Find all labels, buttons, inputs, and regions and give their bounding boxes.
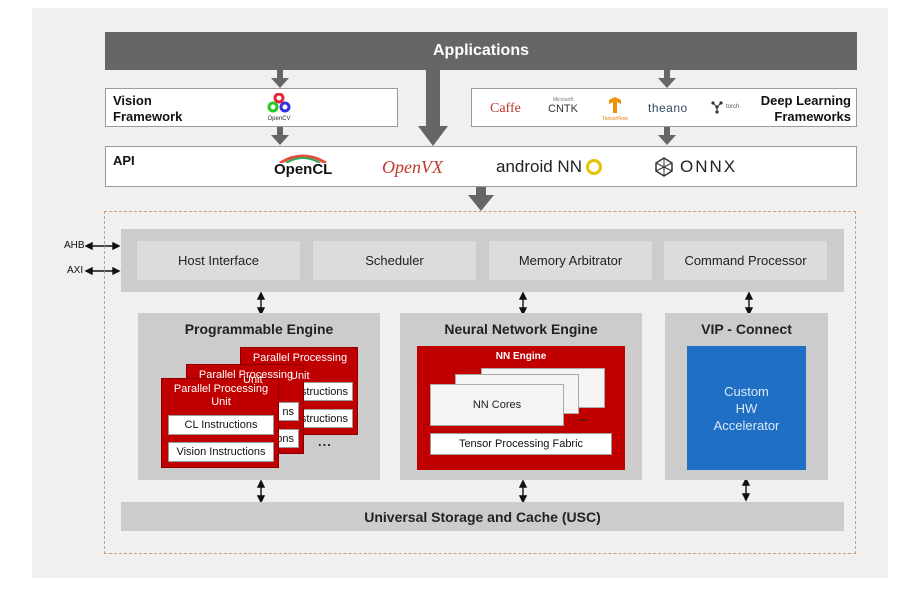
tensorflow-logo: TensorFlow: [598, 97, 632, 122]
vision-framework-label: Vision Framework: [113, 93, 182, 125]
torch-icon: [711, 101, 723, 114]
ppu-ellipsis: ...: [318, 434, 332, 449]
onnx-logo: ONNX: [654, 157, 737, 177]
vision-instructions: Vision Instructions: [168, 442, 274, 462]
ppu-card-front: Parallel Processing Unit CL Instructions…: [161, 378, 279, 468]
tensorflow-icon: [609, 97, 621, 113]
opencv-icon: [267, 92, 291, 113]
cntk-small-text: Microsoft: [552, 97, 574, 103]
openvx-logo: OpenVX: [382, 157, 443, 177]
cntk-logo: Microsoft CNTK: [548, 97, 578, 115]
vision-line1: Vision: [113, 93, 152, 108]
android-nn-logo: android NN: [496, 157, 602, 177]
command-processor-box: Command Processor: [664, 241, 827, 280]
android-nn-icon: [586, 159, 602, 175]
custom-hw-accelerator: Custom HW Accelerator: [687, 346, 806, 470]
vision-framework-box: Vision Framework OpenCV: [105, 88, 398, 127]
api-label: API: [113, 153, 135, 168]
opencl-logo: OpenCL: [274, 153, 332, 178]
host-interface-box: Host Interface: [137, 241, 300, 280]
scheduler-label: Scheduler: [365, 253, 424, 268]
tensor-processing-fabric: Tensor Processing Fabric: [430, 433, 612, 455]
opencl-text: OpenCL: [274, 161, 333, 178]
vip-core-container: [104, 211, 856, 554]
neural-network-engine-title: Neural Network Engine: [444, 321, 598, 337]
usc-bar: Universal Storage and Cache (USC): [121, 502, 844, 531]
accelerator-line1: Custom: [724, 383, 769, 399]
ppu-back-title-line1: Parallel Processing: [252, 352, 348, 364]
command-processor-label: Command Processor: [684, 253, 807, 268]
ppu-back-title: Parallel Processing: [241, 352, 359, 365]
nn-engine-inner-title: NN Engine: [495, 351, 547, 362]
ppu-back-title-line2: Unit: [290, 370, 310, 382]
torch-text: torch: [726, 104, 740, 110]
memory-arbitrator-label: Memory Arbitrator: [518, 253, 623, 268]
cl-instructions: CL Instructions: [168, 415, 274, 435]
opencv-text: OpenCV: [267, 116, 291, 122]
onnx-text: ONNX: [680, 157, 738, 176]
android-nn-text: android NN: [496, 157, 582, 176]
ppu-back-instr2: Instructions: [301, 409, 353, 428]
deep-learning-box: Caffe Microsoft CNTK TensorFlow theano t…: [471, 88, 857, 127]
axi-label: AXI: [67, 265, 84, 276]
torch-logo: torch: [710, 100, 739, 114]
ahb-label: AHB: [64, 240, 85, 251]
nn-cores-box: NN Cores: [430, 384, 564, 426]
accelerator-line3: Accelerator: [713, 417, 780, 433]
ppu-front-title-line2: Unit: [211, 396, 231, 408]
ppu-front-title-line1: Parallel Processing: [173, 383, 269, 395]
programmable-engine-title: Programmable Engine: [184, 321, 334, 337]
accelerator-line2: HW: [735, 400, 758, 416]
memory-arbitrator-box: Memory Arbitrator: [489, 241, 652, 280]
theano-logo: theano: [648, 101, 688, 115]
applications-label: Applications: [432, 42, 529, 59]
vip-connect-title: VIP - Connect: [701, 321, 792, 337]
ppu-front-title: Parallel Processing Unit: [162, 383, 280, 409]
usc-label: Universal Storage and Cache (USC): [364, 508, 601, 525]
host-interface-label: Host Interface: [178, 253, 259, 268]
tensorflow-text: TensorFlow: [602, 116, 628, 122]
scheduler-box: Scheduler: [313, 241, 476, 280]
deep-learning-label: Deep Learning Frameworks: [761, 93, 851, 125]
applications-bar: Applications: [105, 32, 857, 70]
deep-learning-line2: Frameworks: [774, 109, 851, 124]
nn-cores-ellipsis: ...: [578, 410, 589, 424]
vision-line2: Framework: [113, 109, 183, 124]
opencl-arc-icon: [279, 154, 327, 163]
api-box: API OpenCL OpenVX android NN ONNX: [105, 146, 857, 187]
opencv-logo: OpenCV: [264, 92, 294, 123]
caffe-logo: Caffe: [490, 101, 521, 116]
ppu-back-instr1: Instructions: [301, 382, 353, 401]
deep-learning-line1: Deep Learning: [760, 93, 851, 108]
cntk-text: CNTK: [548, 103, 578, 115]
nn-cores-label: NN Cores: [472, 399, 522, 411]
nn-engine-block: NN Engine NN Cores ... Tensor Processing…: [417, 346, 625, 470]
ppu-mid-title-line2: Unit: [243, 374, 263, 386]
onnx-icon: [655, 157, 673, 177]
